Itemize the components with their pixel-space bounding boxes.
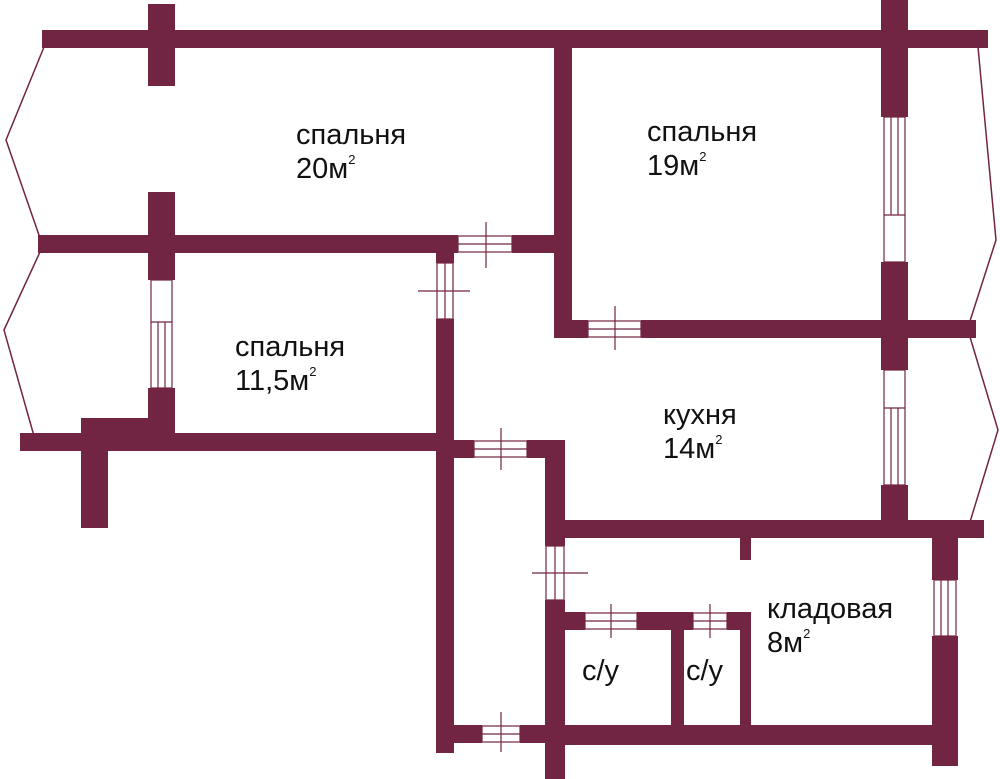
door-bedroom19 bbox=[587, 306, 642, 350]
area-unit-exponent: 2 bbox=[348, 152, 356, 168]
room-area: 14м bbox=[663, 433, 716, 465]
room-name: с/у bbox=[582, 655, 620, 687]
window-storage bbox=[933, 579, 957, 637]
door-storage-corridor bbox=[532, 545, 588, 601]
door-bathroom2 bbox=[692, 604, 728, 638]
room-name: спальня bbox=[647, 116, 758, 148]
window-kitchen bbox=[883, 369, 906, 486]
wall-corridor-bottom-a bbox=[436, 725, 482, 743]
room-label-kitchen: кухня 14м2 bbox=[663, 398, 737, 466]
wall-bedroom20-right bbox=[554, 30, 572, 336]
room-area: 19м bbox=[647, 150, 700, 182]
door-bathroom1 bbox=[584, 604, 638, 638]
room-label-storage: кладовая 8м2 bbox=[767, 592, 893, 660]
balcony-top-left bbox=[5, 46, 45, 239]
windows bbox=[150, 116, 957, 637]
wall-bedroom20-bottom-left bbox=[38, 235, 458, 253]
door-bedroom11 bbox=[418, 262, 470, 320]
wall-kitchen-left-top bbox=[454, 440, 474, 458]
walls bbox=[20, 0, 988, 779]
wall-storage-right-top bbox=[932, 520, 958, 580]
balcony-mid-right bbox=[969, 336, 999, 523]
area-unit-exponent: 2 bbox=[715, 432, 723, 448]
wall-kitchen-left bbox=[545, 440, 565, 546]
room-label-bedroom-20: спальня 20м2 bbox=[296, 118, 406, 186]
wall-top-pillar bbox=[148, 4, 175, 86]
area-unit-exponent: 2 bbox=[699, 149, 707, 165]
window-bedroom11 bbox=[150, 279, 173, 389]
room-label-bedroom-11: спальня 11,5м2 bbox=[235, 330, 345, 398]
room-name: с/у bbox=[686, 655, 724, 687]
wall-right-pillar-top bbox=[881, 0, 908, 117]
wall-kitchen-bottom bbox=[564, 520, 984, 538]
wall-left-pillar-mid bbox=[148, 192, 175, 280]
door-bedroom20 bbox=[457, 222, 513, 268]
wall-corridor-left-upper bbox=[436, 253, 454, 263]
room-label-bedroom-19: спальня 19м2 bbox=[647, 115, 757, 183]
wall-right-pillar-b bbox=[881, 262, 908, 370]
room-name: кухня bbox=[663, 399, 737, 431]
doors bbox=[418, 222, 728, 752]
window-bedroom19 bbox=[883, 116, 906, 263]
wall-bedroom19-bottom-a bbox=[554, 320, 588, 338]
wall-storage-right-bottom bbox=[932, 636, 958, 766]
area-unit-exponent: 2 bbox=[309, 364, 317, 380]
room-label-bathroom-1: с/у bbox=[582, 654, 619, 688]
balcony-outlines bbox=[3, 46, 999, 523]
wall-top bbox=[42, 30, 988, 48]
wall-storage-stub bbox=[740, 538, 751, 560]
door-kitchen bbox=[473, 428, 528, 470]
room-label-bathroom-2: с/у bbox=[686, 654, 723, 688]
wall-left-block bbox=[81, 418, 161, 438]
wall-corridor-bottom-b bbox=[520, 725, 560, 743]
area-unit-exponent: 2 bbox=[803, 626, 811, 642]
wall-bedroom20-bottom-right bbox=[512, 235, 562, 253]
door-entrance bbox=[481, 712, 521, 752]
room-name: спальня bbox=[296, 119, 407, 151]
room-area: 8м bbox=[767, 627, 804, 659]
wall-storage-left bbox=[740, 612, 751, 730]
wall-bedroom19-bottom-b bbox=[641, 320, 976, 338]
balcony-top-right bbox=[969, 46, 997, 322]
wall-bath-top-a bbox=[545, 612, 585, 630]
wall-bottom bbox=[545, 725, 958, 745]
room-name: кладовая bbox=[767, 593, 894, 625]
room-area: 20м bbox=[296, 153, 349, 185]
balcony-mid-left bbox=[3, 251, 41, 437]
room-name: спальня bbox=[235, 331, 346, 363]
wall-bath-top-b bbox=[637, 612, 693, 630]
room-area: 11,5м bbox=[235, 365, 310, 397]
wall-bath-divider bbox=[671, 612, 684, 730]
wall-corridor-left bbox=[436, 319, 454, 753]
